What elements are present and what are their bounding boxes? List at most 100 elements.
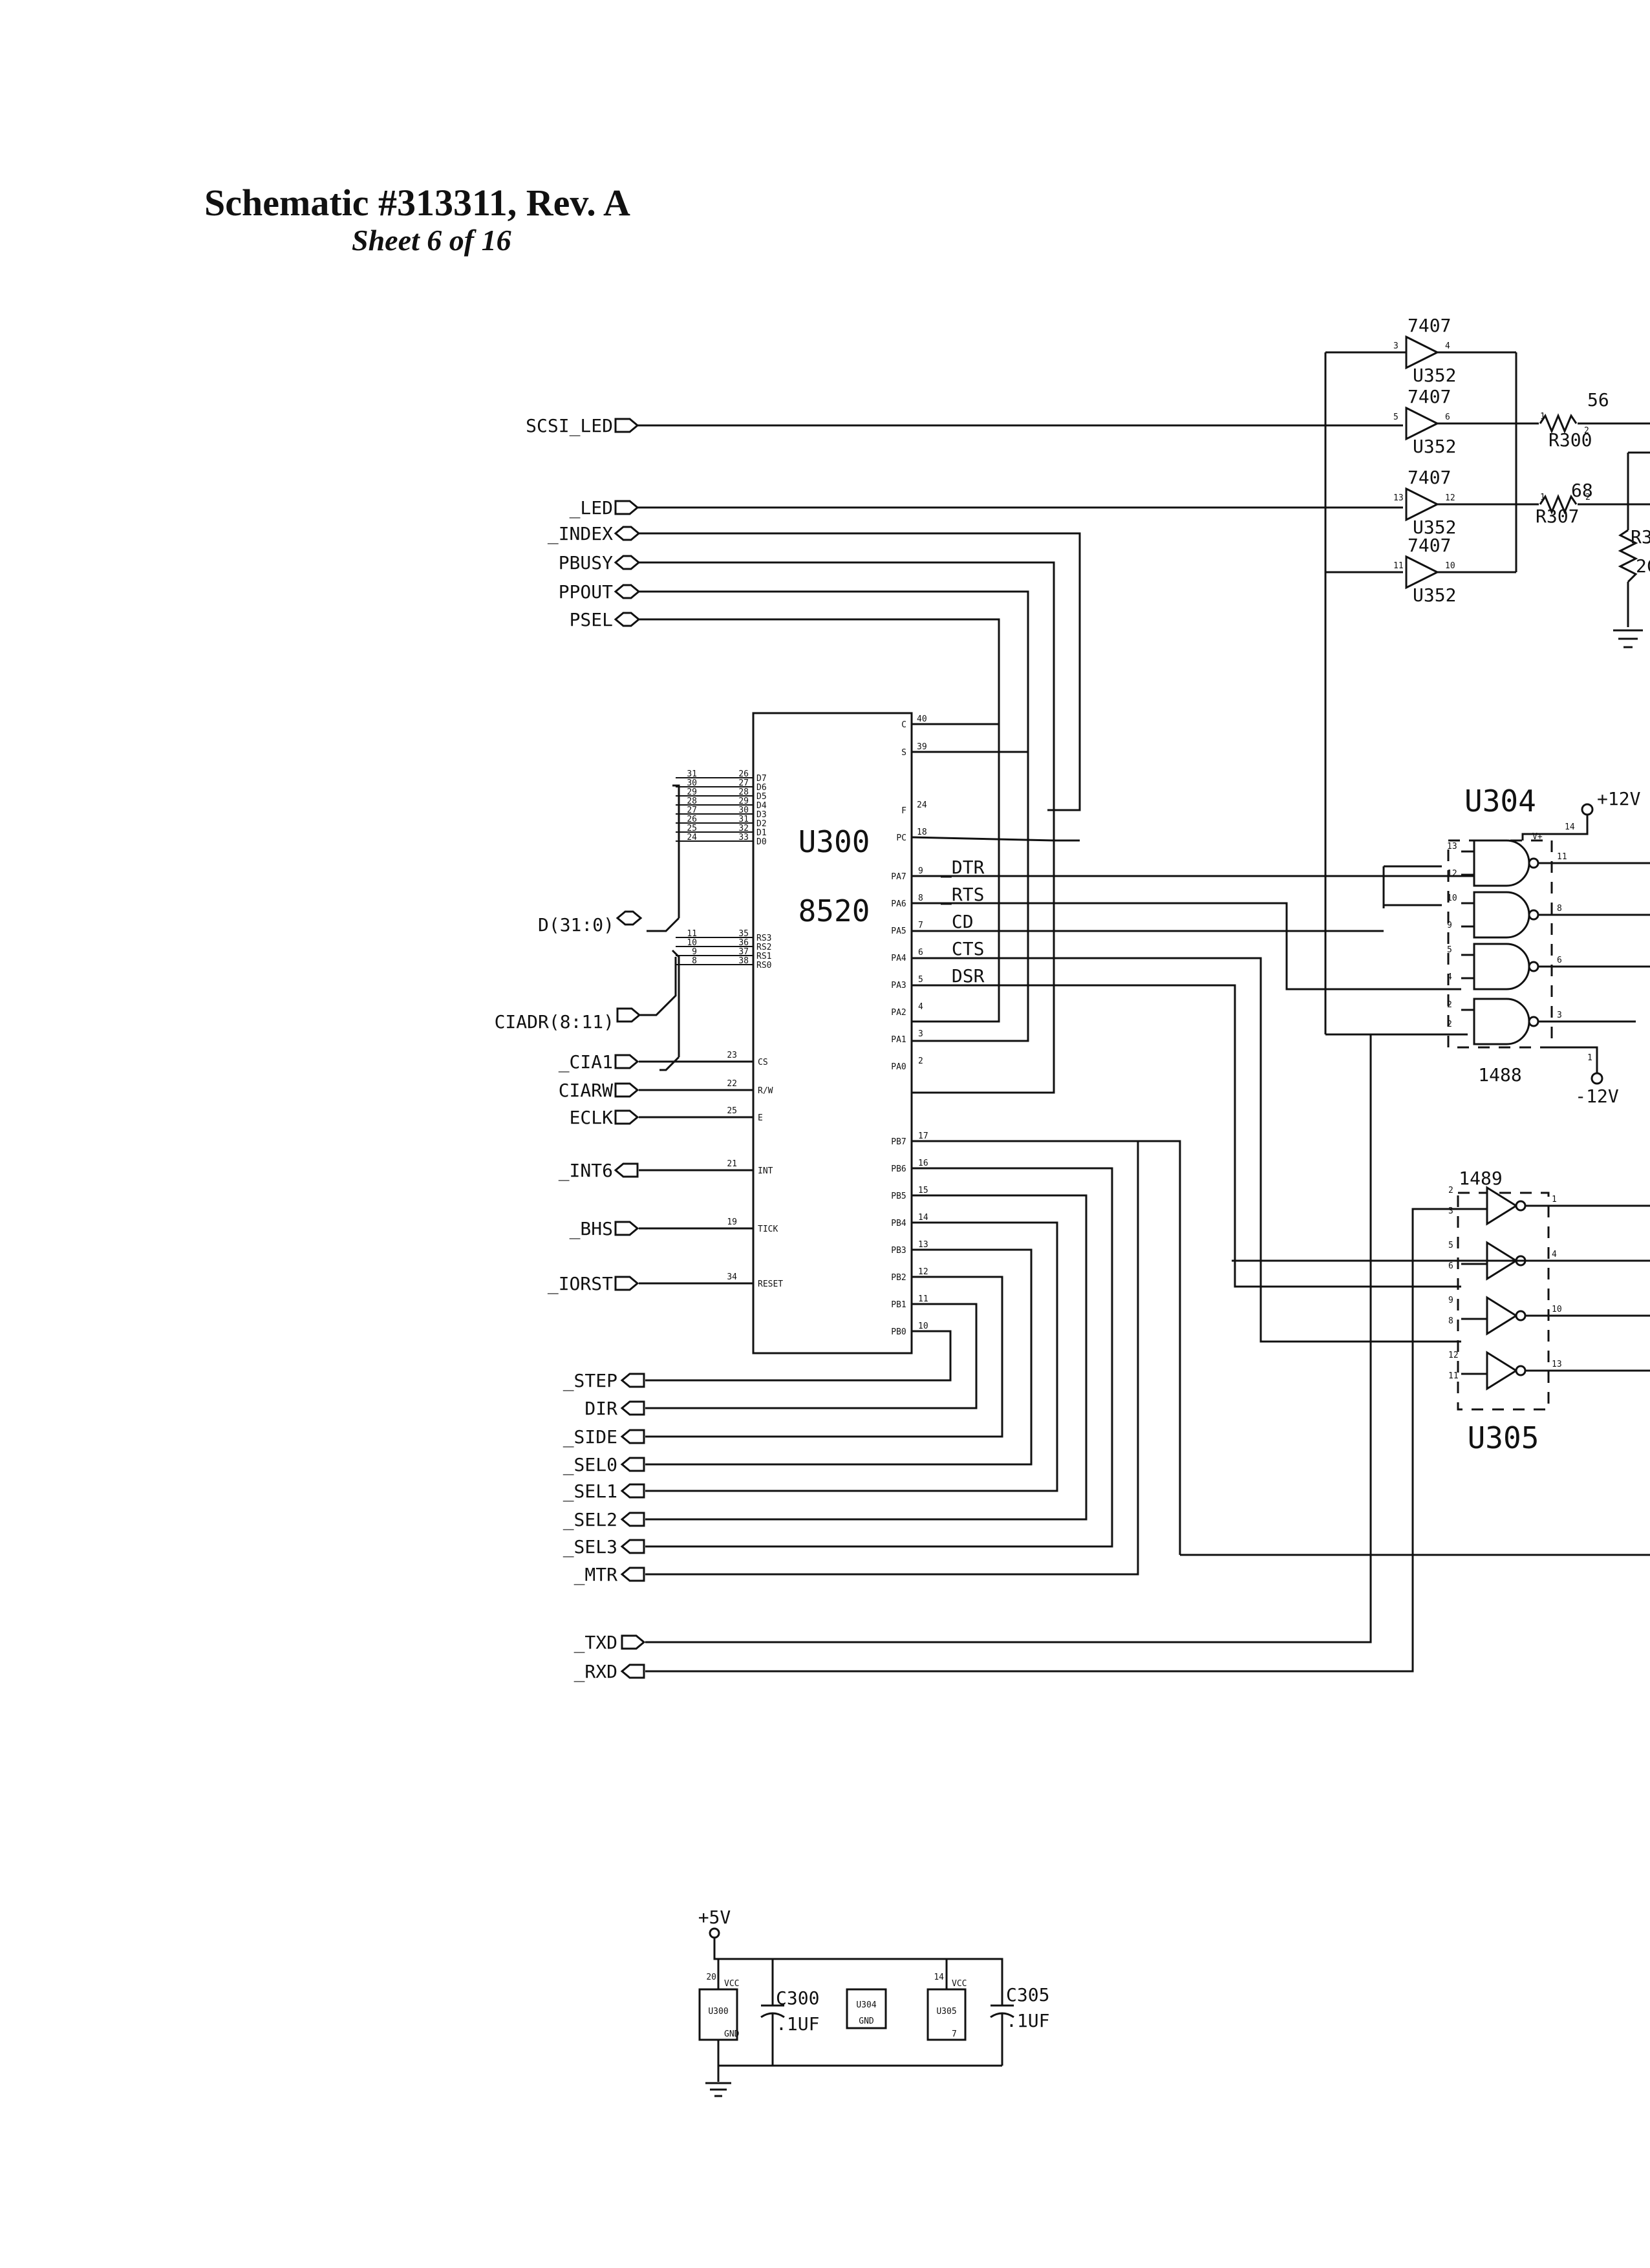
u305-pin-4: 4 — [1552, 1250, 1557, 1259]
u305-pin-13: 13 — [1552, 1360, 1562, 1369]
port-sel2 — [620, 1512, 645, 1527]
u304-bubble-1 — [1528, 909, 1539, 921]
u304-nand-3 — [1473, 998, 1530, 1045]
u352-ref-label: U352 — [1413, 517, 1456, 538]
u304-neg-label: -12V — [1575, 1086, 1619, 1107]
pin-number-12: 12 — [918, 1267, 928, 1277]
psel-wire — [639, 618, 1000, 1023]
pin-number-18: 18 — [917, 828, 927, 837]
u352-in-pin-5: 5 — [1393, 412, 1398, 422]
port-psel — [614, 612, 641, 627]
pin-number-22: 22 — [727, 1079, 737, 1089]
pin-name-pa5: PA5 — [891, 926, 906, 936]
bus-index-29: 29 — [687, 787, 697, 797]
pin-number-28: 28 — [738, 787, 749, 797]
bus-index-25: 25 — [687, 824, 697, 833]
pin-name-c: C — [901, 720, 906, 730]
pin-name-rs3: RS3 — [756, 934, 771, 943]
u352-buffer-3 — [1405, 555, 1440, 590]
ppout-wire — [639, 590, 1029, 1042]
signal-label-ciarw: CIARW — [559, 1080, 613, 1101]
pin-number-9: 9 — [918, 866, 923, 876]
resistor-r307 — [1539, 494, 1578, 515]
u304-bubble-3 — [1528, 1016, 1539, 1027]
resistor-r3 — [1618, 529, 1638, 583]
txd-wire — [645, 1034, 1372, 1643]
pin-name-int: INT — [758, 1166, 773, 1176]
power-chip-u305-label: U305 — [936, 2007, 956, 2017]
u304-bubble-2 — [1528, 961, 1539, 972]
power-rail-label: +5V — [698, 1907, 731, 1928]
pin-name-e: E — [758, 1113, 763, 1123]
pin-number-2: 2 — [918, 1056, 923, 1066]
u305-pin-8: 8 — [1448, 1316, 1453, 1326]
u305-pin-12: 12 — [1448, 1351, 1459, 1360]
u352-part-label: 7407 — [1408, 535, 1451, 556]
port-int6 — [614, 1162, 639, 1178]
bus-index-30: 30 — [687, 778, 697, 788]
r307-pin2: 2 — [1585, 493, 1591, 502]
c305-value: .1UF — [1006, 2010, 1049, 2031]
port-addr-bus — [616, 1007, 641, 1023]
pa-signal-cd: _CD — [941, 911, 974, 933]
signal-label-rxd: _RXD — [574, 1661, 617, 1683]
port-scsiled — [614, 418, 639, 433]
pbusy-wire — [639, 561, 1055, 1094]
u304-nand-2 — [1473, 943, 1530, 990]
u305-pin-5: 5 — [1448, 1241, 1453, 1250]
pin-name-d5: D5 — [756, 792, 767, 802]
u304-pin-12: 12 — [1447, 869, 1457, 879]
u305-pin-6: 6 — [1448, 1261, 1453, 1271]
bus-index-27: 27 — [687, 806, 697, 815]
pin-name-cs: CS — [758, 1058, 768, 1067]
u305-pin-1: 1 — [1552, 1195, 1557, 1204]
resistor-r300 — [1539, 413, 1578, 434]
power-chip-u304 — [846, 1988, 887, 2029]
pin-number-27: 27 — [738, 778, 749, 788]
u305-pin-3: 3 — [1448, 1206, 1453, 1216]
u300-vcc-pin: 20 — [706, 1973, 716, 1982]
u304-gnd-label: GND — [859, 2017, 874, 2026]
signal-label-sel0: _SEL0 — [563, 1454, 617, 1476]
port-sel1 — [620, 1483, 645, 1499]
u352-part-label: 7407 — [1408, 386, 1451, 407]
pin-name-d4: D4 — [756, 801, 767, 811]
u352-ref-label: U352 — [1413, 584, 1456, 606]
sheet-header: Schematic #313311, Rev. A Sheet 6 of 16 — [204, 182, 630, 257]
pin-number-5: 5 — [918, 975, 923, 985]
pa-signal-rts: _RTS — [941, 884, 984, 906]
bus-index-26: 26 — [687, 815, 697, 824]
port-side — [620, 1429, 645, 1444]
u305-outline — [1457, 1192, 1550, 1411]
pin-number-3: 3 — [918, 1029, 923, 1039]
r307-ref: R307 — [1536, 506, 1579, 527]
signal-label-addr-bus: CIADR(8:11) — [495, 1011, 614, 1032]
pin-name-s: S — [901, 748, 906, 758]
signal-label-txd: _TXD — [574, 1632, 617, 1654]
index-wire — [639, 532, 1081, 811]
static-wiring — [647, 351, 1650, 1556]
signal-label-bhs: _BHS — [570, 1218, 613, 1240]
port-step — [620, 1373, 645, 1388]
u352-out-pin-12: 12 — [1445, 493, 1455, 503]
dsr-wire — [912, 984, 1461, 1288]
pin-name-pa7: PA7 — [891, 872, 906, 882]
pin-number-6: 6 — [918, 948, 923, 957]
u305-pin-10: 10 — [1552, 1305, 1562, 1314]
u305-ref: U305 — [1468, 1420, 1539, 1455]
port-rxd — [620, 1664, 645, 1679]
bus-index-31: 31 — [687, 769, 697, 779]
r307-pin1: 1 — [1540, 493, 1545, 502]
drive-wire-2 — [645, 1276, 1003, 1438]
power-rail-wire — [713, 1938, 1003, 1978]
u300-gnd-label: GND — [724, 2029, 740, 2039]
u304-supply-node — [1581, 803, 1594, 816]
u352-buffer-1 — [1405, 406, 1440, 441]
signal-label-pbusy: PBUSY — [559, 552, 613, 573]
pin-name-reset: RESET — [758, 1279, 783, 1289]
drive-wire-6 — [645, 1167, 1113, 1548]
signal-label-cia1: _CIA1 — [559, 1051, 613, 1073]
pin-name-pa2: PA2 — [891, 1008, 906, 1018]
u352-part-label: 7407 — [1408, 315, 1451, 336]
